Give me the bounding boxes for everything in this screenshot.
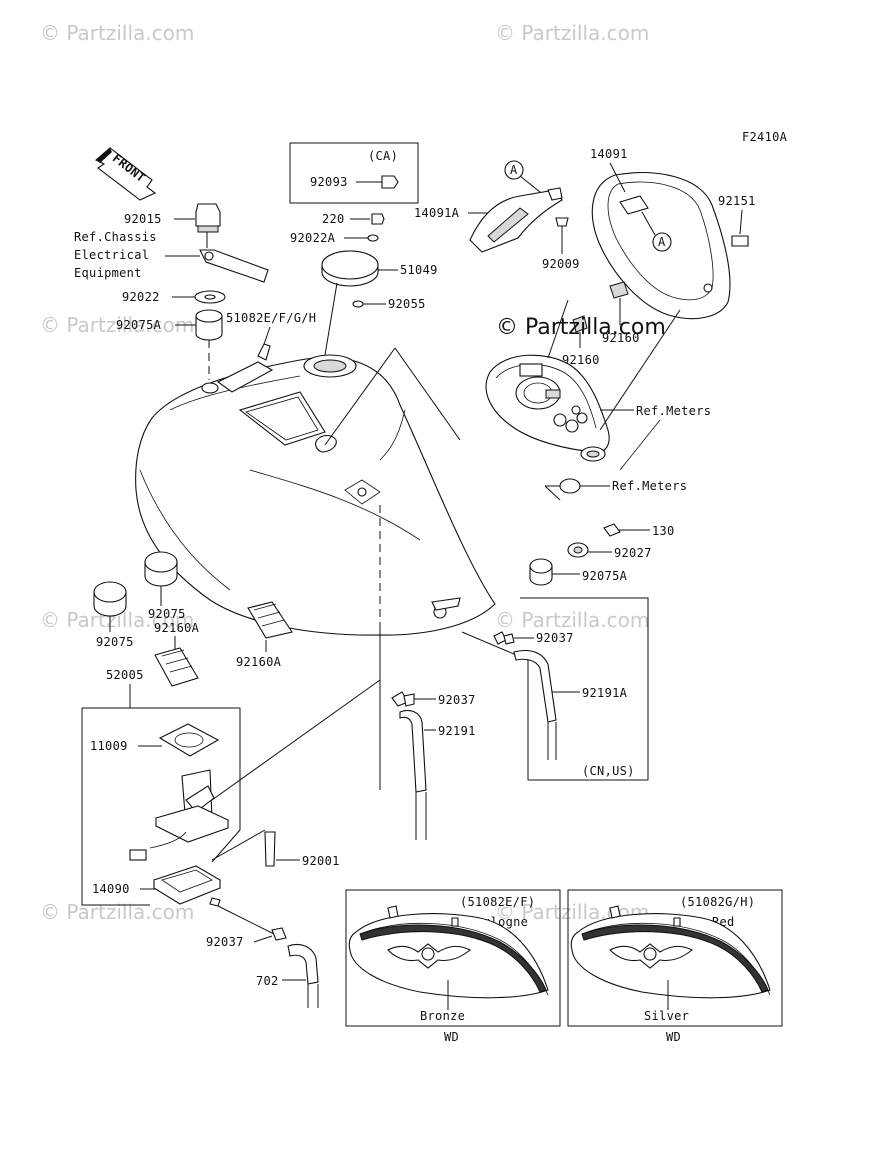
part-meter-grommet [559, 478, 581, 494]
watermark-top-left: © Partzilla.com [40, 21, 194, 45]
variant-right-code: (51082G/H) [680, 895, 755, 909]
label-92075A-left: 92075A [116, 318, 162, 332]
variant-right-color: Silver [644, 1009, 689, 1023]
marker-a-lower-icon: A [652, 232, 672, 252]
label-92151: 92151 [718, 194, 756, 208]
label-92191A: 92191A [582, 686, 628, 700]
label-92037-low: 92037 [206, 935, 244, 949]
label-92160A-a: 92160A [154, 621, 200, 635]
label-92055: 92055 [388, 297, 426, 311]
part-92160A-pad-b [247, 601, 293, 639]
label-92160A-b: 92160A [236, 655, 282, 669]
label-92022: 92022 [122, 290, 160, 304]
watermark-lower-right: © Partzilla.com [495, 608, 649, 632]
variant-left-market: WD [444, 1030, 459, 1044]
label-92027: 92027 [614, 546, 652, 560]
part-14091A-bracket [469, 187, 563, 253]
figure-code: F2410A [742, 130, 788, 144]
label-92022A: 92022A [290, 231, 336, 245]
marker-a-upper-icon: A [504, 160, 524, 180]
label-92037-right: 92037 [536, 631, 574, 645]
svg-text:A: A [658, 235, 666, 249]
label-92191: 92191 [438, 724, 476, 738]
watermark-center: © Partzilla.com [496, 315, 666, 340]
variant-panel-left: (51082E/F) Boulogne Bronze WD [345, 889, 561, 1044]
part-92093-nut [381, 175, 399, 189]
part-14090-plate [152, 865, 222, 905]
label-ca: (CA) [368, 149, 398, 163]
hardware-stack-left [165, 203, 269, 380]
svg-text:A: A [510, 163, 518, 177]
part-51049-fuel-cap [321, 250, 379, 287]
label-92160-a: 92160 [562, 353, 600, 367]
label-92037-mid: 92037 [438, 693, 476, 707]
label-92075-b: 92075 [96, 635, 134, 649]
label-220: 220 [322, 212, 345, 226]
watermark-bottom-left: © Partzilla.com [40, 900, 194, 924]
label-14090: 14090 [92, 882, 130, 896]
label-ref-chassis-3: Equipment [74, 266, 142, 280]
label-ref-meters-1: Ref.Meters [636, 404, 711, 418]
label-cn-us: (CN,US) [582, 764, 635, 778]
label-92093: 92093 [310, 175, 348, 189]
variant-left-color: Bronze [420, 1009, 465, 1023]
label-702: 702 [256, 974, 279, 988]
label-ref-meters-2: Ref.Meters [612, 479, 687, 493]
watermark-top-right: © Partzilla.com [495, 21, 649, 45]
label-92015: 92015 [124, 212, 162, 226]
variant-panel-right: (51082G/H) Red Silver WD [567, 889, 783, 1044]
variant-right-market: WD [666, 1030, 681, 1044]
watermark-mid-left: © Partzilla.com [40, 313, 194, 337]
front-arrow-icon: FRONT [95, 147, 157, 201]
label-14091A: 14091A [414, 206, 460, 220]
label-ref-chassis-1: Ref.Chassis [74, 230, 157, 244]
label-130: 130 [652, 524, 675, 538]
ca-box [289, 142, 419, 204]
part-92160A-pad-a [154, 647, 199, 687]
part-meter-assembly [485, 354, 610, 462]
cn-us-box [520, 597, 649, 781]
label-52005: 52005 [106, 668, 144, 682]
label-ref-chassis-2: Electrical [74, 248, 149, 262]
variant-left-code: (51082E/F) [460, 895, 535, 909]
label-51082: 51082E/F/G/H [226, 311, 316, 325]
label-11009: 11009 [90, 739, 128, 753]
label-14091: 14091 [590, 147, 628, 161]
part-fuel-tank [135, 343, 496, 636]
box-52005 [81, 707, 241, 906]
part-11009-gasket [158, 723, 220, 757]
label-92075A-right: 92075A [582, 569, 628, 583]
label-92009: 92009 [542, 257, 580, 271]
part-fuel-pump [129, 769, 230, 861]
label-51049: 51049 [400, 263, 438, 277]
label-92160-b: 92160 [602, 331, 640, 345]
label-92075-a: 92075 [148, 607, 186, 621]
label-92001: 92001 [302, 854, 340, 868]
